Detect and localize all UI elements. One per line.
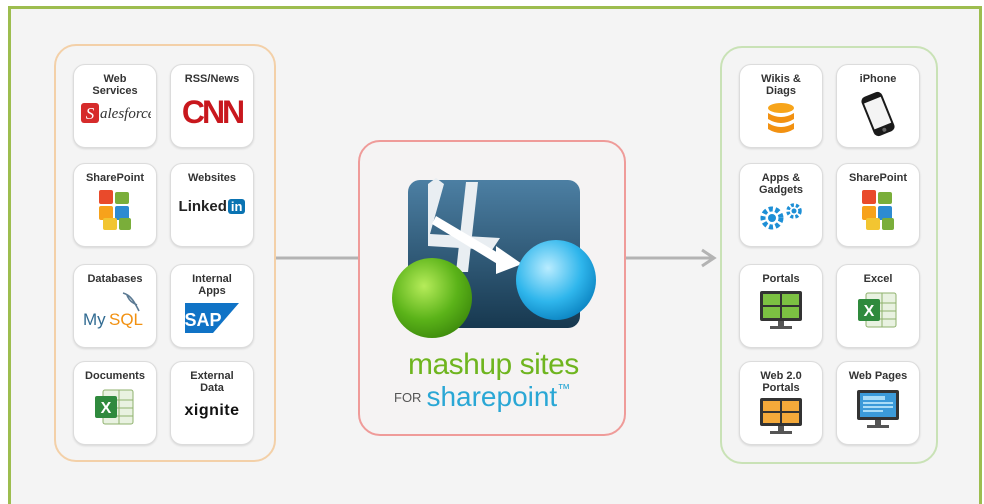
trademark: ™ xyxy=(557,381,571,396)
source-external-data: External Data xignite xyxy=(170,361,254,445)
tile-label: iPhone xyxy=(859,73,897,85)
tile-label: Internal Apps xyxy=(192,273,232,297)
svg-text:SAP: SAP xyxy=(184,310,221,330)
svg-text:My: My xyxy=(83,310,106,329)
tile-label: Web Pages xyxy=(848,370,908,382)
tile-label: Documents xyxy=(85,370,145,382)
sap-logo: SAP xyxy=(183,301,241,335)
mysql-logo: My SQL xyxy=(79,289,151,329)
xignite-text: xignite xyxy=(184,402,240,419)
linkedin-in-badge: in xyxy=(227,199,246,214)
linkedin-logo: Linked in xyxy=(179,198,246,215)
svg-text:alesforce: alesforce xyxy=(100,106,151,122)
output-sharepoint: SharePoint xyxy=(836,163,920,247)
office-logo xyxy=(858,188,898,232)
iphone-icon xyxy=(858,91,898,137)
source-documents: Documents X xyxy=(73,361,157,445)
tile-label: Web 2.0 Portals xyxy=(760,370,802,394)
tile-label: External Data xyxy=(190,370,234,394)
cnn-logo: CNN xyxy=(179,95,245,127)
source-rss-news: RSS/News CNN xyxy=(170,64,254,148)
svg-text:SQL: SQL xyxy=(109,310,143,329)
for-text: FOR xyxy=(394,389,422,405)
tile-label: Databases xyxy=(87,273,143,285)
output-apps-gadgets: Apps & Gadgets xyxy=(739,163,823,247)
source-web-services: Web Services S alesforce xyxy=(73,64,157,148)
tile-label: Apps & Gadgets xyxy=(758,172,803,196)
database-icon xyxy=(764,101,798,139)
output-wikis-diags: Wikis & Diags xyxy=(739,64,823,148)
svg-text:X: X xyxy=(101,400,112,417)
web20-monitor-icon xyxy=(758,396,804,436)
mashup-title: mashup sites xyxy=(408,348,579,381)
portal-monitor-icon xyxy=(758,289,804,331)
xignite-logo: xignite xyxy=(184,402,239,420)
excel-icon: X xyxy=(93,386,137,428)
tile-label: Wikis & Diags xyxy=(761,73,801,97)
tile-label: RSS/News xyxy=(184,73,240,85)
output-portals: Portals xyxy=(739,264,823,348)
output-iphone: iPhone xyxy=(836,64,920,148)
output-web-pages: Web Pages xyxy=(836,361,920,445)
mashup-sites-logo xyxy=(392,176,598,344)
tile-label: SharePoint xyxy=(85,172,145,184)
webpage-monitor-icon xyxy=(855,388,901,430)
tile-label: Excel xyxy=(863,273,893,285)
source-sharepoint: SharePoint xyxy=(73,163,157,247)
salesforce-logo: S alesforce xyxy=(79,101,151,125)
sharepoint-text: sharepoint xyxy=(426,381,558,412)
source-databases: Databases My SQL xyxy=(73,264,157,348)
output-web20-portals: Web 2.0 Portals xyxy=(739,361,823,445)
excel-icon: X xyxy=(856,289,900,331)
source-internal-apps: Internal Apps SAP xyxy=(170,264,254,348)
linkedin-text: Linked xyxy=(178,198,227,215)
svg-text:X: X xyxy=(864,303,875,320)
office-logo xyxy=(95,188,135,232)
tile-label: Web Services xyxy=(92,73,138,97)
source-websites: Websites Linked in xyxy=(170,163,254,247)
svg-text:S: S xyxy=(86,104,95,123)
svg-text:CNN: CNN xyxy=(182,95,243,127)
tile-label: Websites xyxy=(187,172,237,184)
tile-label: SharePoint xyxy=(848,172,908,184)
output-excel: Excel X xyxy=(836,264,920,348)
gears-icon xyxy=(756,200,806,234)
tile-label: Portals xyxy=(762,273,800,285)
